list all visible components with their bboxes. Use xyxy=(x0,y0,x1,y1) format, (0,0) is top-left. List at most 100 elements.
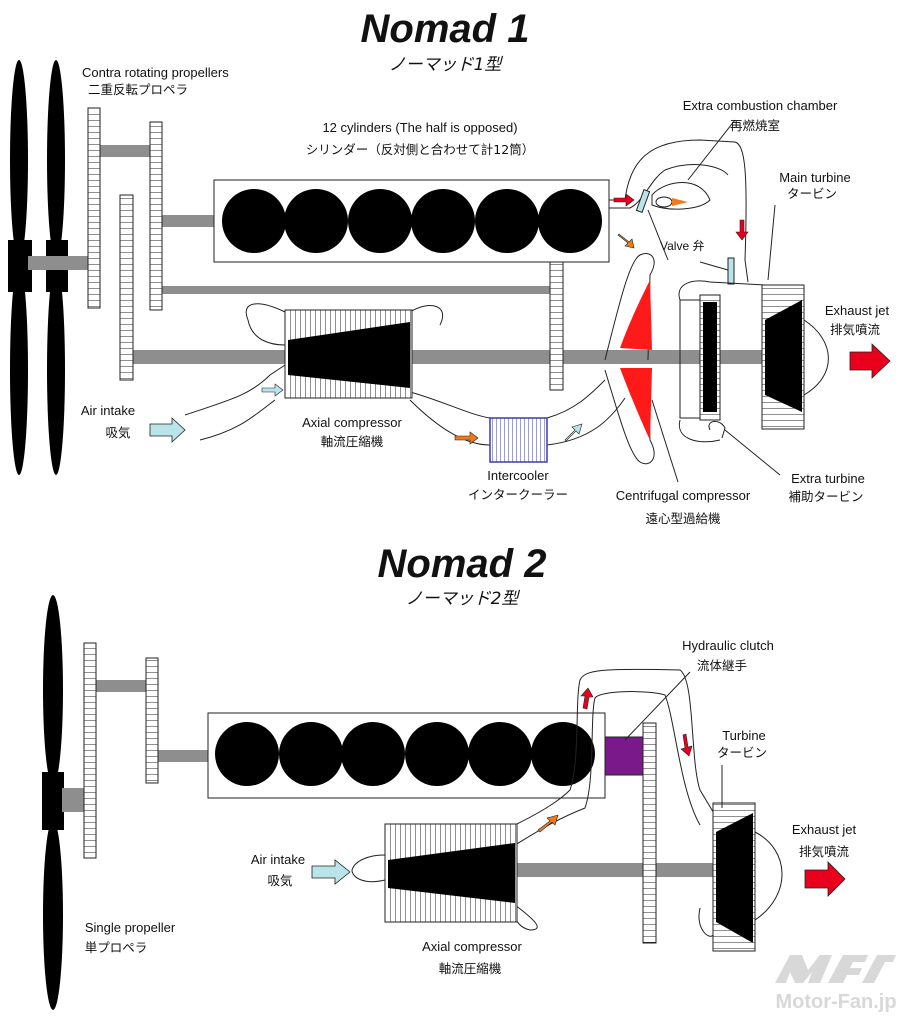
combustion-flame xyxy=(655,196,673,208)
label-clutch-jp: 流体継手 xyxy=(697,658,747,673)
main-turbine-pointer xyxy=(767,204,776,281)
valve-pointer-lower xyxy=(699,261,729,271)
intake-nose-2 xyxy=(351,854,386,883)
extra-turbine-rotor xyxy=(703,302,717,412)
exhaust-cone-2 xyxy=(754,831,783,921)
label-axial-en-2: Axial compressor xyxy=(422,939,522,954)
gear-shaft-upper xyxy=(98,145,153,157)
label-main-turbine-jp: タービン xyxy=(787,186,837,201)
watermark: Motor-Fan.jp xyxy=(775,955,897,1013)
extra-combustion-chamber xyxy=(651,182,711,210)
duct-to-intercooler xyxy=(409,399,491,446)
label-axial-jp-1: 軸流圧縮機 xyxy=(321,434,384,449)
label-intercooler-jp: インタークーラー xyxy=(468,487,568,502)
contra-propellers xyxy=(8,60,68,475)
single-propeller xyxy=(42,595,64,1010)
gear-shaft-2 xyxy=(95,680,147,692)
axial-rotor-2 xyxy=(388,843,515,903)
air-intake-arrow-2 xyxy=(311,859,351,885)
turbine-lower-duct-2 xyxy=(698,907,714,937)
ecc-pointer xyxy=(687,119,736,181)
axial-casing-2 xyxy=(514,904,538,931)
turbine-rotor-2 xyxy=(716,813,753,943)
label-cylinders-en: 12 cylinders (The half is opposed) xyxy=(322,120,517,135)
label-extra-turbine-en: Extra turbine xyxy=(791,471,865,486)
intercooler xyxy=(489,417,548,463)
cylinders-2 xyxy=(215,722,595,786)
intake-duct-lower xyxy=(199,399,276,441)
label-contra-en: Contra rotating propellers xyxy=(82,65,229,80)
gear-centrifugal xyxy=(549,254,564,391)
cylinders xyxy=(222,189,602,253)
axial-inlet-arrow xyxy=(261,383,284,397)
duct-from-intercooler-outer xyxy=(546,397,626,446)
centrifugal-drive-shaft xyxy=(160,286,555,294)
prop-shaft-2 xyxy=(62,788,84,812)
crank-shaft-2 xyxy=(158,750,210,762)
label-intercooler-en: Intercooler xyxy=(487,468,549,483)
label-axial-en-1: Axial compressor xyxy=(302,415,402,430)
air-intake-arrow-1 xyxy=(149,417,186,443)
exhaust-manifold-inner xyxy=(609,164,729,209)
label-exhaust-en-1: Exhaust jet xyxy=(825,303,890,318)
exhaust-duct-inner-2 xyxy=(514,691,701,846)
turbine-casing-bottom xyxy=(678,419,721,443)
flow-arrows-2 xyxy=(311,687,846,897)
label-exhaust-jp-1: 排気噴流 xyxy=(830,322,881,337)
clutch-pointer xyxy=(624,671,691,741)
duct-to-intercooler-inner xyxy=(409,391,491,419)
main-shaft-2 xyxy=(515,863,715,877)
label-air-en-2: Air intake xyxy=(251,852,305,867)
gear-reduction-1 xyxy=(83,642,97,859)
exhaust-jet-arrow-2 xyxy=(804,861,846,897)
label-exhaust-jp-2: 排気噴流 xyxy=(799,844,850,859)
nomad2-subtitle: ノーマッド2型 xyxy=(406,589,521,609)
nomad2-diagram: Nomad 2 ノーマッド2型 xyxy=(42,542,857,1010)
duct-from-intercooler xyxy=(546,379,606,419)
watermark-logo-icon xyxy=(775,955,832,983)
valve-lower xyxy=(727,257,735,285)
exhaust-arrow-2 xyxy=(735,219,749,241)
exhaust-manifold-outer xyxy=(609,139,749,283)
label-clutch-en: Hydraulic clutch xyxy=(682,638,774,653)
gear-contra-1 xyxy=(87,107,101,309)
gear-main-1 xyxy=(119,194,134,381)
turbine-casing-top xyxy=(678,280,766,301)
label-single-jp: 単プロペラ xyxy=(85,940,148,955)
label-contra-jp: 二重反転プロペラ xyxy=(88,82,188,97)
nomad2-title: Nomad 2 xyxy=(378,542,547,586)
exhaust-arrow-3 xyxy=(580,687,594,710)
centrifugal-compressor xyxy=(604,253,655,465)
label-turbine-en-2: Turbine xyxy=(722,728,766,743)
label-extra-turbine-jp: 補助タービン xyxy=(788,489,863,504)
watermark-text: Motor-Fan.jp xyxy=(775,991,896,1013)
label-turbine-jp-2: タービン xyxy=(717,745,767,760)
axial-upper-casing-right xyxy=(409,305,444,326)
valve-upper xyxy=(635,188,651,214)
label-air-jp-2: 吸気 xyxy=(267,873,292,888)
centrifugal-pointer xyxy=(651,399,679,483)
extra-turbine-pointer xyxy=(724,429,781,476)
compressed-air-arrow xyxy=(617,233,635,249)
nomad1-subtitle: ノーマッド1型 xyxy=(389,55,504,75)
label-valve: Valve 弁 xyxy=(660,238,704,253)
exhaust-arrow-1 xyxy=(613,193,635,207)
gear-reduction-2 xyxy=(145,657,159,784)
gear-clutch xyxy=(642,722,657,944)
axial-upper-casing xyxy=(245,303,286,346)
label-axial-jp-2: 軸流圧縮機 xyxy=(439,961,502,976)
label-cylinders-jp: シリンダー（反対側と合わせて計12筒） xyxy=(306,142,534,157)
exhaust-cone xyxy=(803,319,829,396)
label-air-jp-1: 吸気 xyxy=(105,425,130,440)
flow-arrows xyxy=(149,193,891,445)
exhaust-arrow-4 xyxy=(680,733,693,757)
label-exhaust-en-2: Exhaust jet xyxy=(792,822,857,837)
valve-pointer-upper xyxy=(647,209,669,261)
nomad1-title: Nomad 1 xyxy=(361,7,530,51)
exhaust-jet-arrow-1 xyxy=(849,343,891,379)
main-shaft xyxy=(130,350,770,364)
label-centrifugal-en: Centrifugal compressor xyxy=(616,488,751,503)
prop-shaft xyxy=(28,256,98,270)
hot-air-arrow-1 xyxy=(454,431,479,445)
